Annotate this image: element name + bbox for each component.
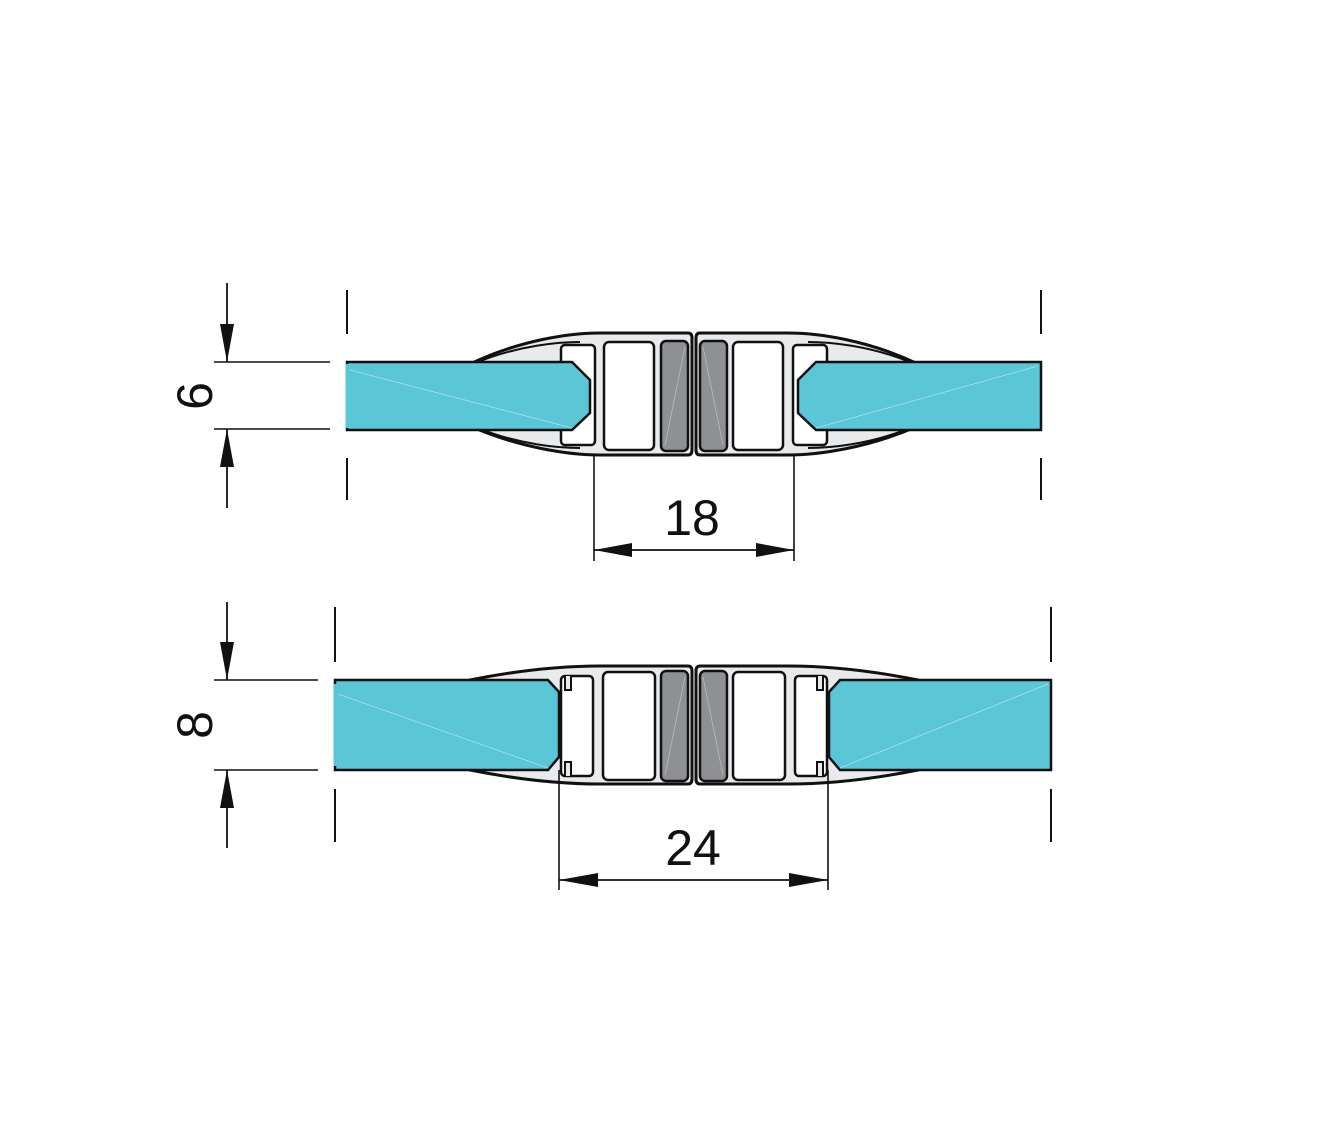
break-lines — [334, 607, 1052, 842]
thickness-label-8: 8 — [167, 711, 223, 739]
thickness-dimension-8: 8 — [167, 602, 318, 848]
glass-pane-left — [333, 678, 561, 772]
width-dimension-18: 18 — [593, 455, 795, 561]
thickness-label-6: 6 — [167, 382, 223, 410]
profile-6mm-assembly: 6 — [167, 283, 1043, 561]
width-label-18: 18 — [664, 490, 720, 546]
glass-pane-right — [796, 360, 1043, 432]
hollow-chamber — [602, 340, 656, 452]
arrow-left-icon — [559, 873, 598, 887]
arrow-right-icon — [789, 873, 828, 887]
width-label-24: 24 — [665, 820, 721, 876]
magnet-strip-right — [698, 669, 729, 783]
thickness-dimension-6: 6 — [167, 283, 330, 508]
magnet-strip-left — [659, 339, 690, 453]
hollow-chamber — [731, 670, 787, 782]
arrow-right-icon — [756, 543, 794, 557]
glass-pane-left — [345, 360, 592, 432]
width-dimension-24: 24 — [558, 770, 829, 890]
magnet-strip-left — [659, 669, 690, 783]
arrow-left-icon — [594, 543, 632, 557]
glass-pane-right — [827, 678, 1053, 772]
profile-8mm-assembly: 8 — [167, 602, 1053, 890]
hollow-chamber — [601, 670, 657, 782]
hollow-chamber — [731, 340, 785, 452]
magnet-strip-right — [698, 339, 729, 453]
break-lines — [346, 290, 1042, 500]
